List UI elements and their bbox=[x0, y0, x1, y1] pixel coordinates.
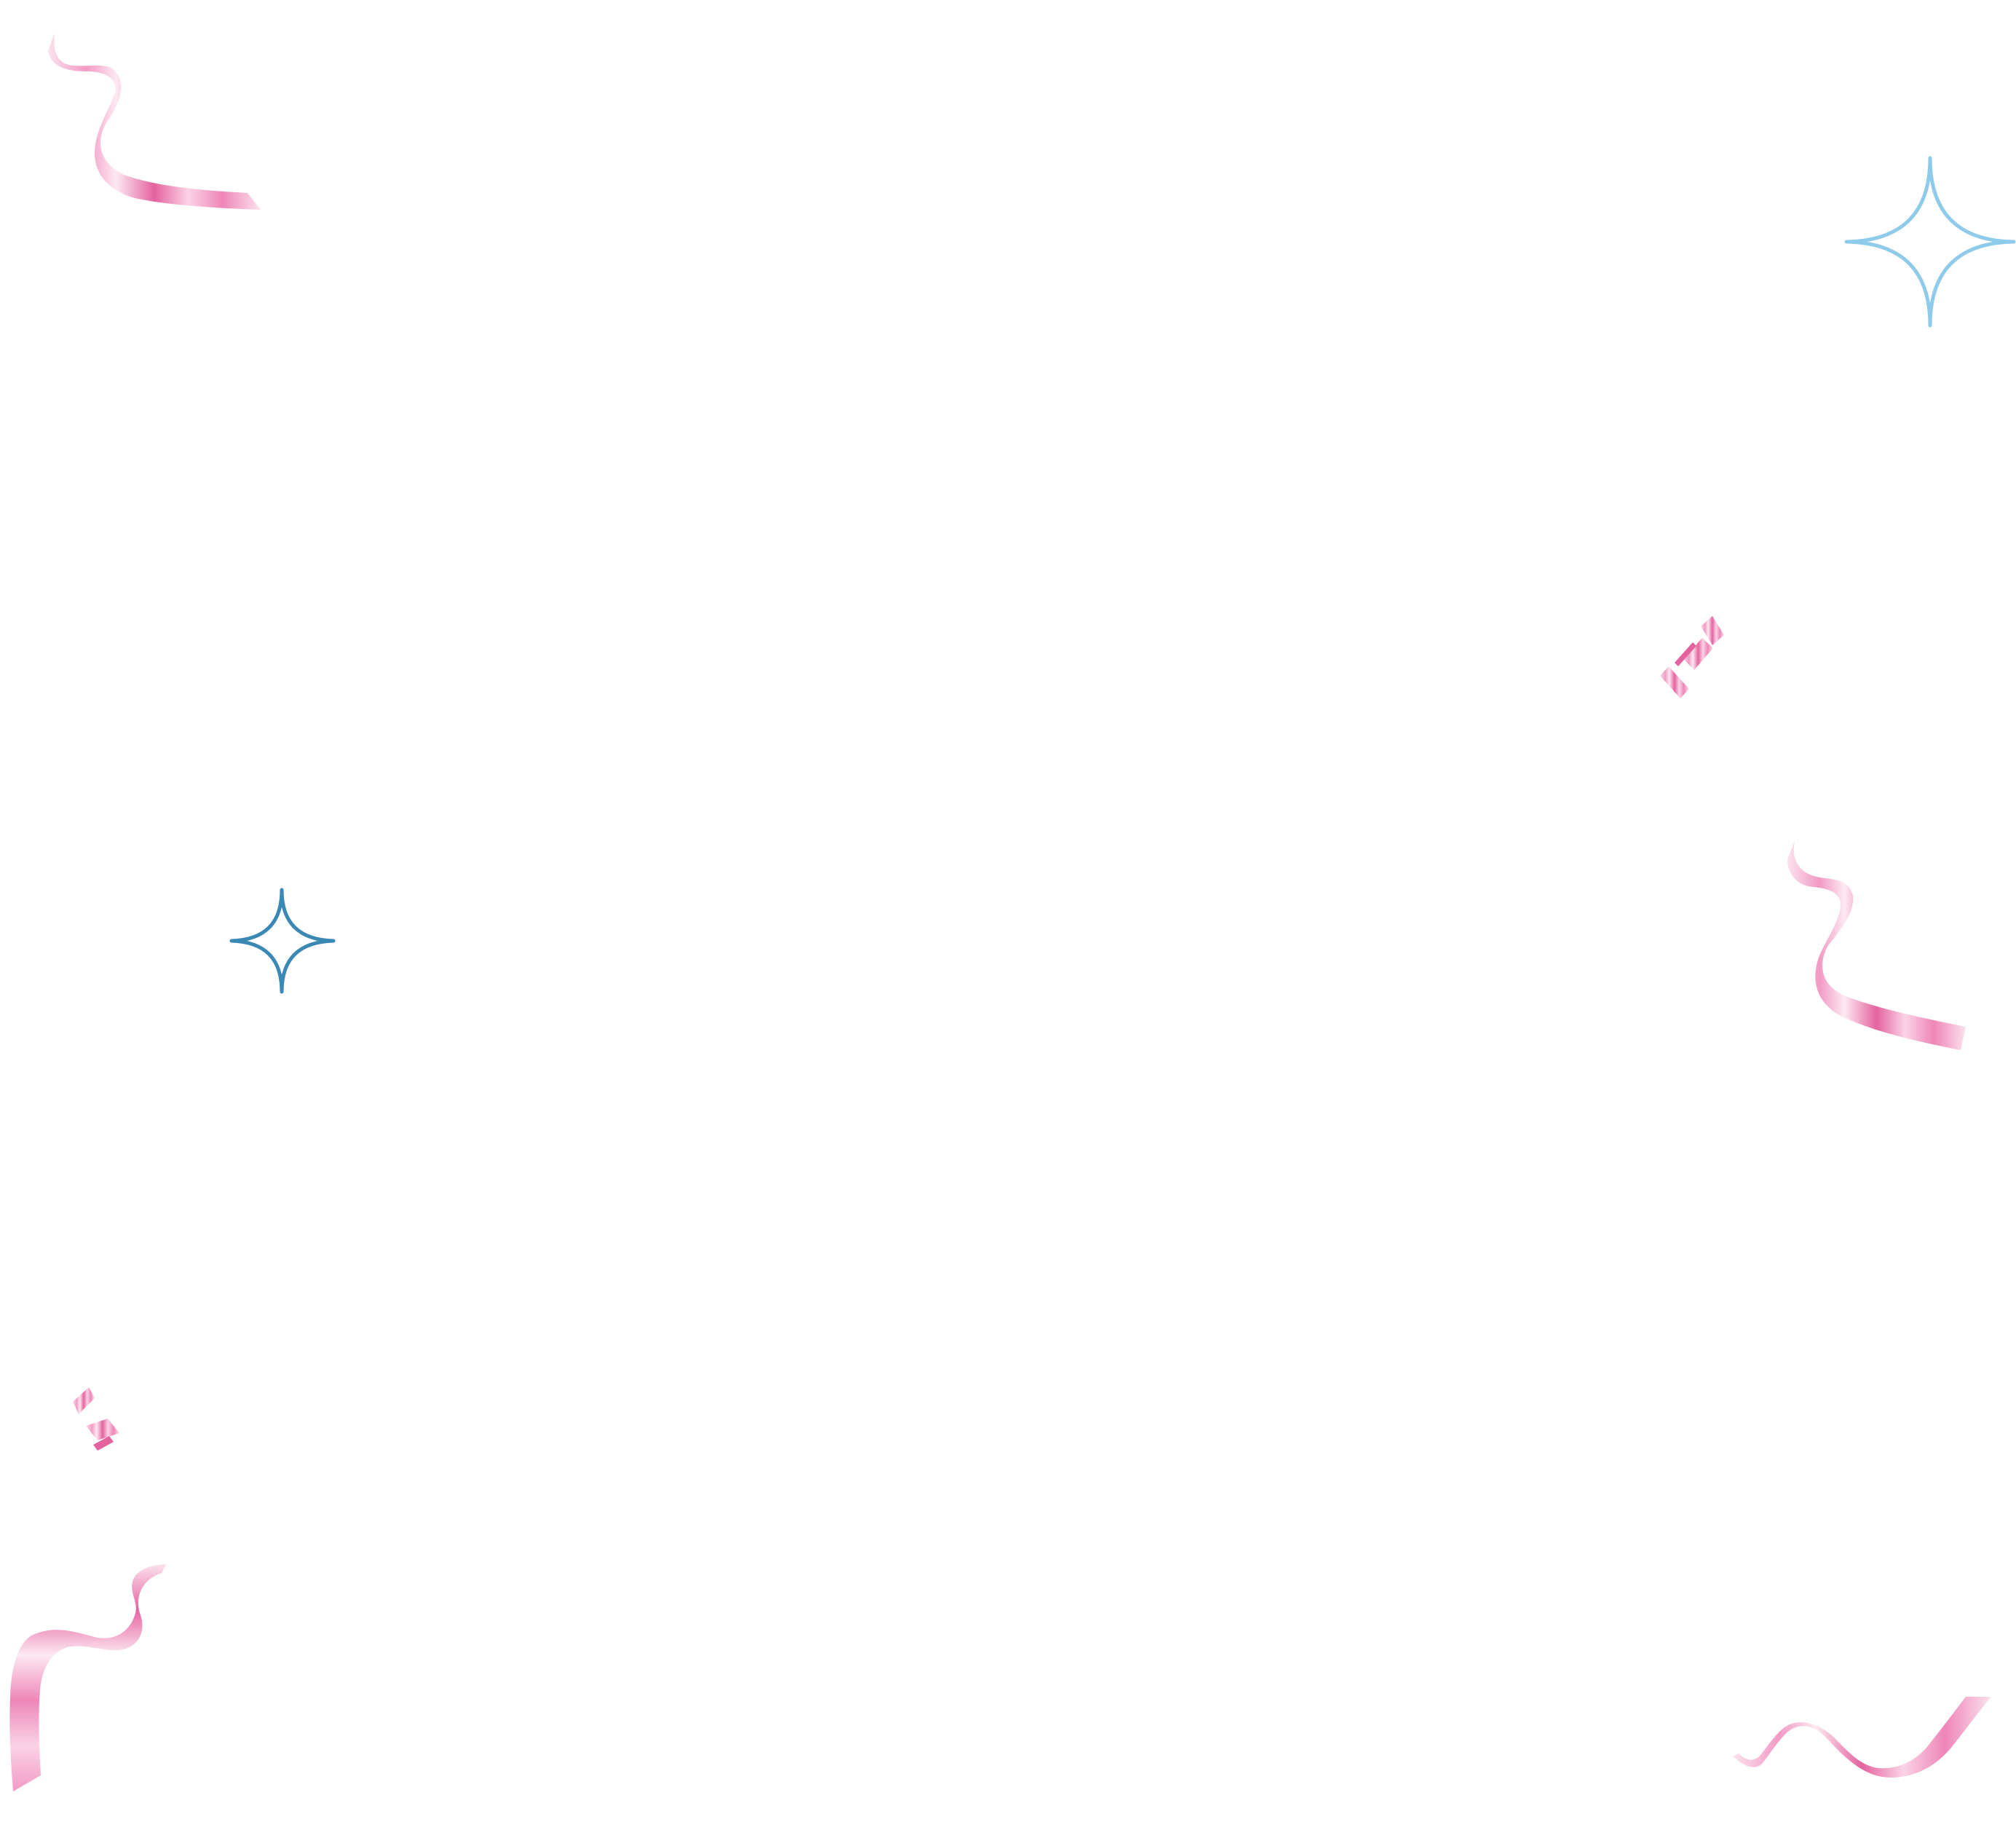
confetti-strip-icon bbox=[1660, 616, 1724, 698]
sparkle-star-icon bbox=[229, 888, 336, 994]
confetti-strip-icon bbox=[73, 1387, 119, 1451]
ribbon-curl-icon bbox=[1733, 1697, 1991, 1778]
ribbon-curl-icon bbox=[1787, 841, 1966, 1050]
ribbon-curl-icon bbox=[9, 1564, 167, 1791]
ribbon-curl-icon bbox=[48, 33, 261, 210]
sparkle-star-icon bbox=[1844, 156, 2016, 328]
